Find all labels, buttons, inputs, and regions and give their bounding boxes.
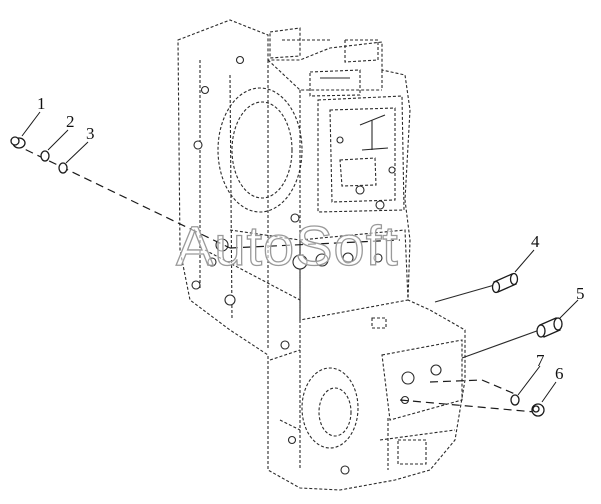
callout-2: 2 [66, 112, 75, 131]
callout-6: 6 [555, 364, 564, 383]
callout-1: 1 [37, 94, 46, 113]
part-6-plug [531, 403, 545, 417]
watermark: AutoSoft [175, 214, 399, 277]
part-1-plug [10, 136, 26, 149]
part-5-pin [536, 317, 563, 338]
callout-5: 5 [576, 284, 585, 303]
callout-7: 7 [536, 351, 545, 370]
housing-body [177, 19, 466, 491]
callout-4: 4 [531, 232, 540, 251]
assembly-lines [13, 143, 546, 413]
housing-bolt-holes [191, 55, 442, 475]
callout-leaders [21, 111, 579, 403]
part-2-washer [40, 150, 50, 162]
callout-3: 3 [86, 124, 95, 143]
part-4-pin [491, 272, 519, 294]
part-7-o-ring [510, 394, 520, 406]
part-3-o-ring [58, 162, 68, 174]
